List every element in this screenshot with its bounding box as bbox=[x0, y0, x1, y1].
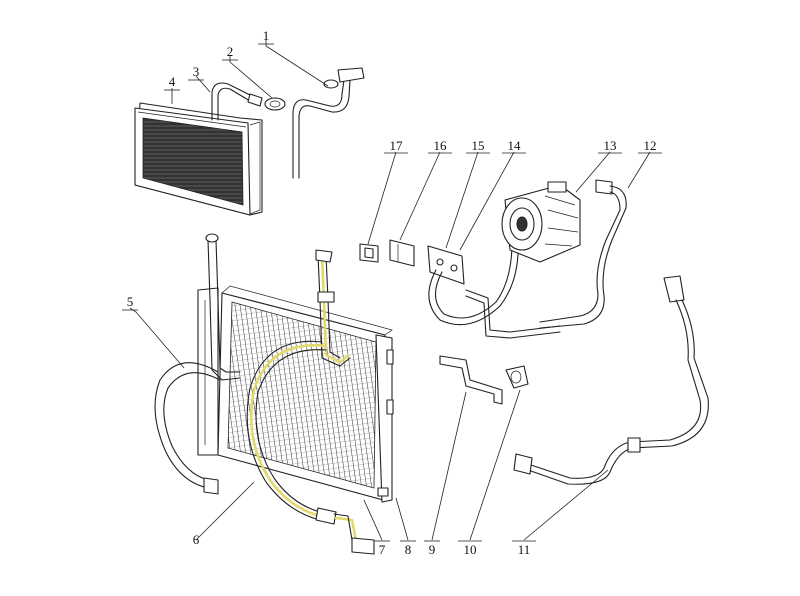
callout-5: 5 bbox=[127, 294, 134, 309]
receiver-drier-pipe bbox=[205, 233, 241, 381]
callout-8: 8 bbox=[405, 542, 412, 557]
callout-labels: 1 2 3 4 5 6 7 8 9 10 11 12 13 14 15 16 1… bbox=[122, 28, 662, 557]
compressor-hose bbox=[465, 289, 561, 339]
hose-12 bbox=[539, 179, 627, 329]
pipe-1 bbox=[292, 67, 365, 179]
callout-15: 15 bbox=[472, 138, 485, 153]
drive-belt-14 bbox=[428, 221, 519, 326]
bracket-9 bbox=[439, 355, 503, 405]
callout-11: 11 bbox=[518, 542, 531, 557]
hose-6-highlighted bbox=[246, 340, 375, 555]
callout-1: 1 bbox=[263, 28, 270, 43]
callout-14: 14 bbox=[508, 138, 522, 153]
compressor-bracket-15 bbox=[427, 245, 465, 285]
callout-6: 6 bbox=[193, 532, 200, 547]
callout-9: 9 bbox=[429, 542, 436, 557]
evaporator-core bbox=[134, 102, 263, 216]
callout-12: 12 bbox=[644, 138, 657, 153]
leader-lines bbox=[129, 40, 651, 541]
o-ring-2 bbox=[264, 97, 286, 111]
callout-10: 10 bbox=[464, 542, 477, 557]
hose-5 bbox=[154, 362, 221, 495]
callout-3: 3 bbox=[193, 64, 200, 79]
callout-16: 16 bbox=[434, 138, 448, 153]
pipe-3 bbox=[211, 82, 263, 121]
clip-10 bbox=[505, 365, 529, 389]
bracket-17 bbox=[359, 243, 379, 263]
callout-2: 2 bbox=[227, 44, 234, 59]
callout-13: 13 bbox=[604, 138, 617, 153]
callout-4: 4 bbox=[169, 74, 176, 89]
pipe-7-highlighted bbox=[315, 249, 351, 367]
callout-7: 7 bbox=[379, 542, 386, 557]
compressor-13 bbox=[501, 181, 581, 263]
bracket-16 bbox=[389, 239, 415, 267]
condenser bbox=[197, 285, 394, 503]
hose-11 bbox=[513, 275, 709, 485]
callout-17: 17 bbox=[390, 138, 404, 153]
